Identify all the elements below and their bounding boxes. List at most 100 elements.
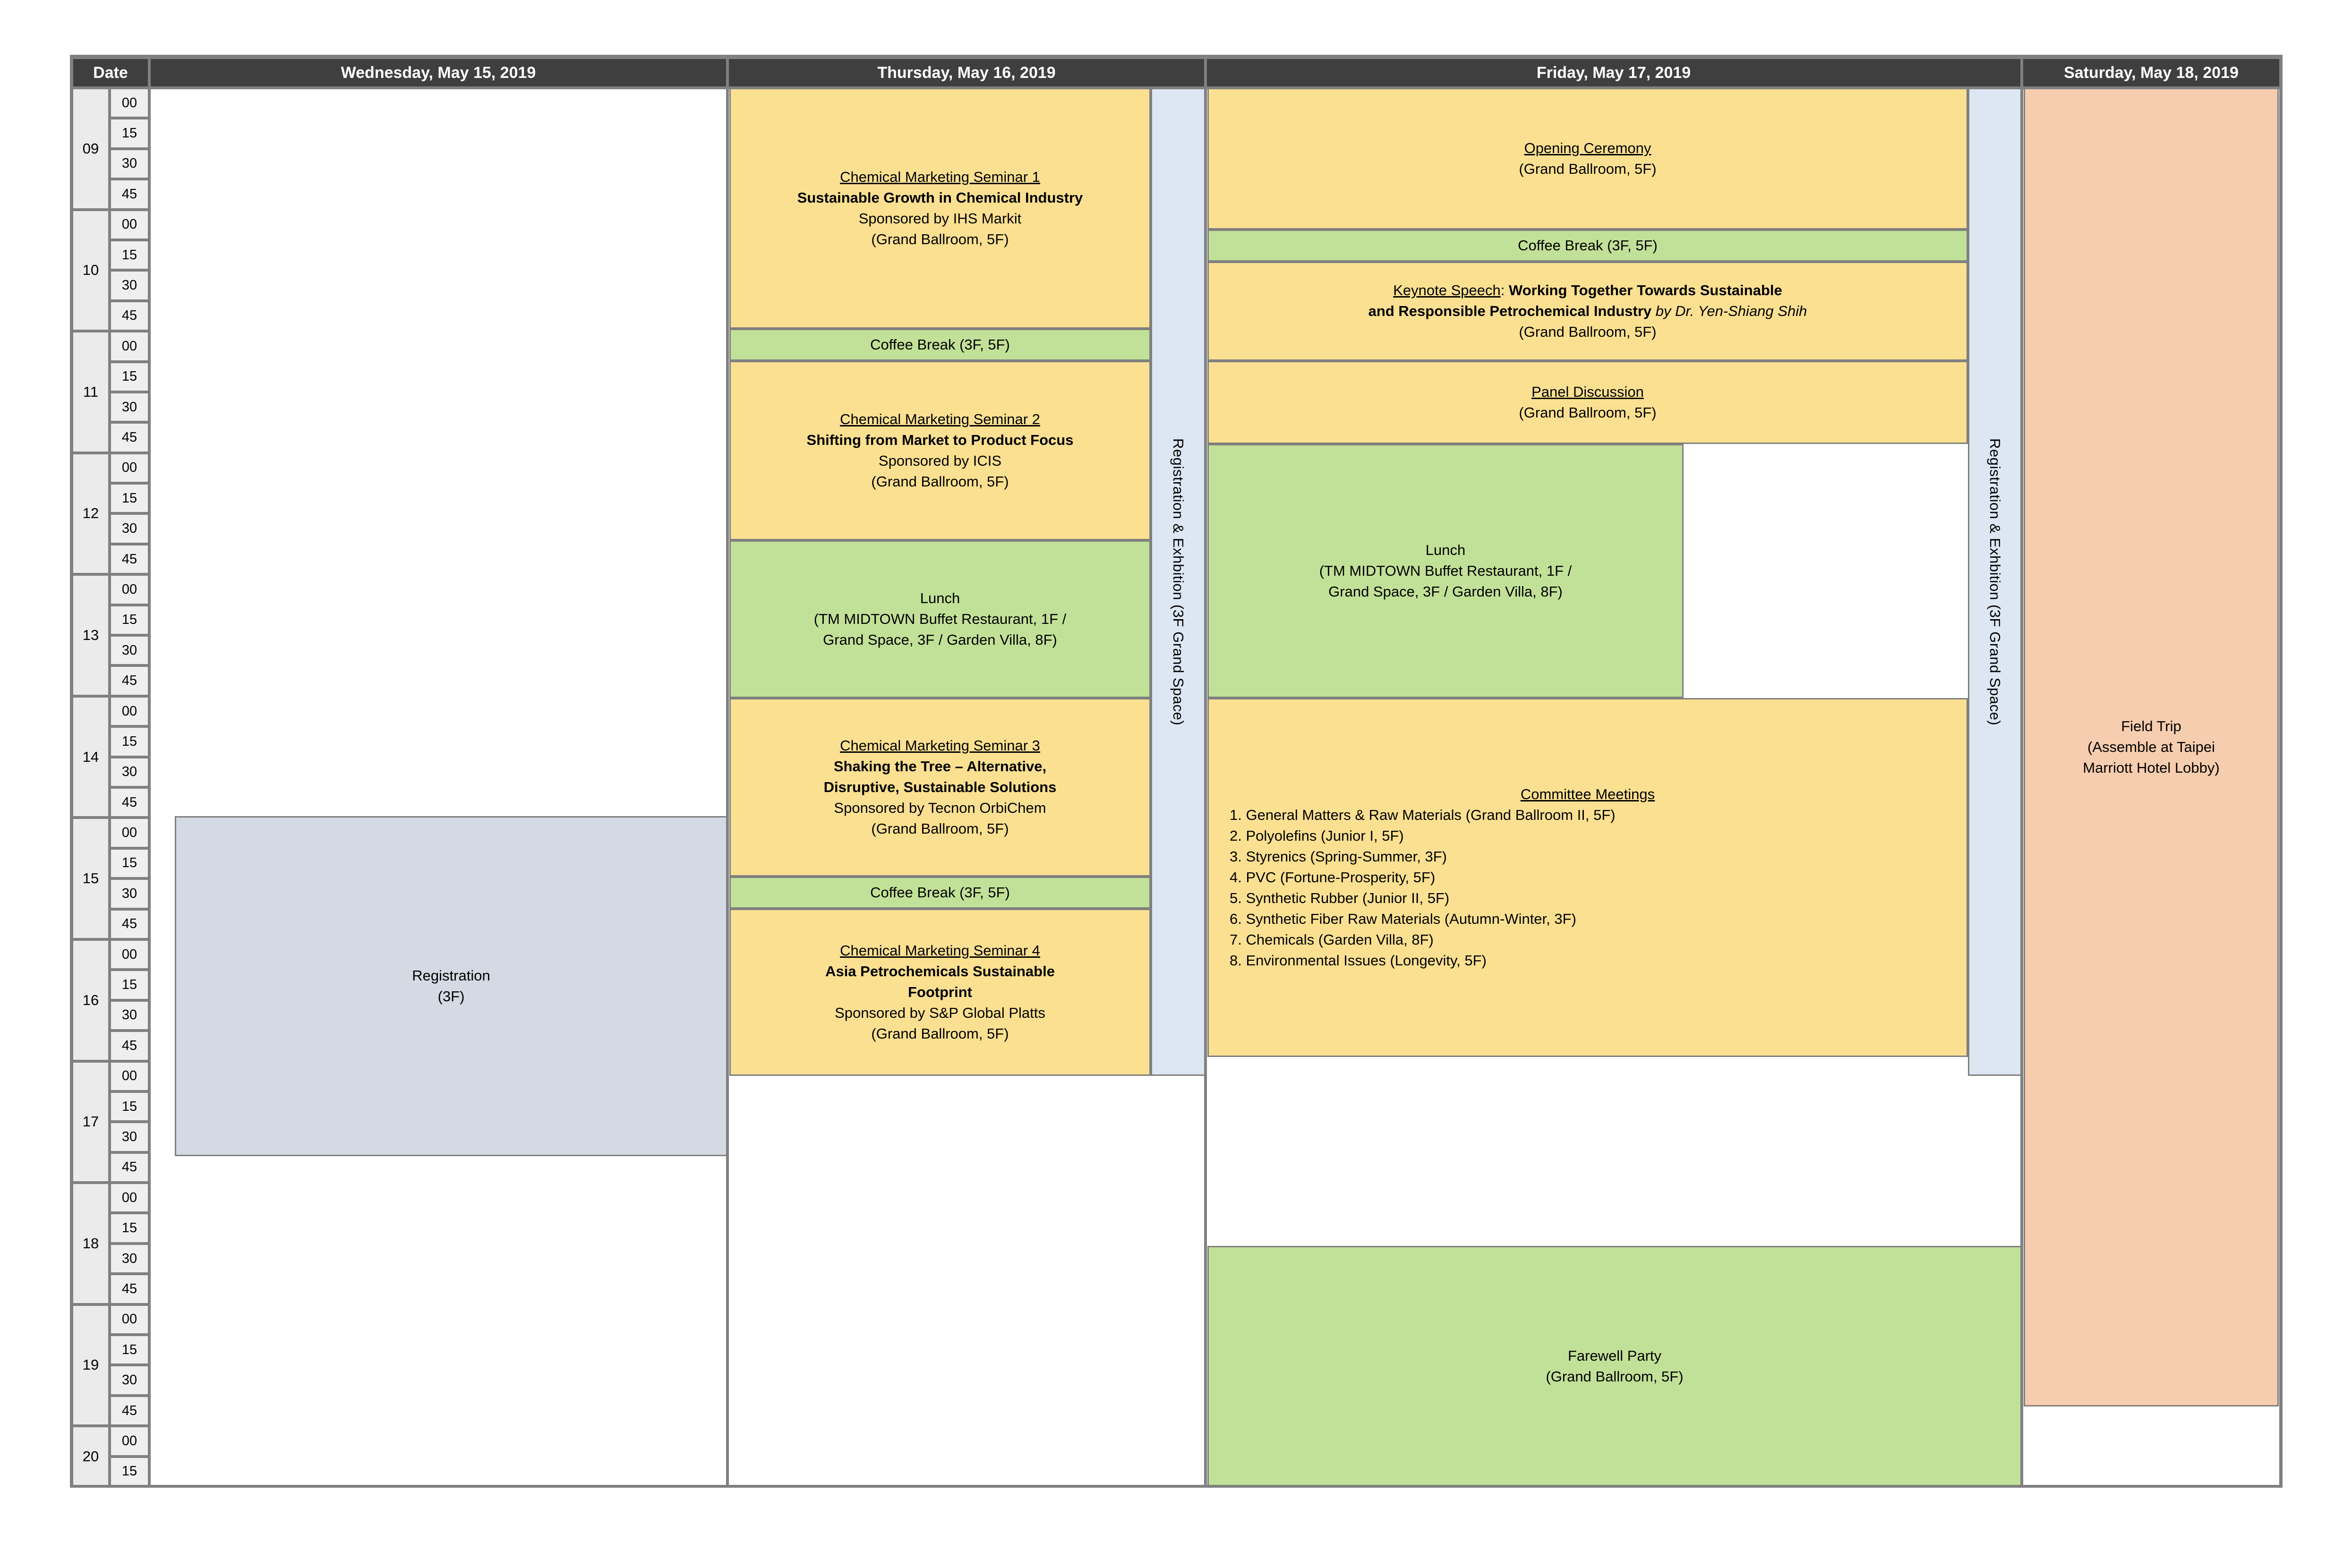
time-hour-15: 15 — [72, 818, 110, 939]
event-line: Farewell Party — [1567, 1347, 1662, 1364]
time-hour-13: 13 — [72, 574, 110, 696]
event-lunch-friday[interactable]: Lunch (TM MIDTOWN Buffet Restaurant, 1F … — [1207, 444, 1684, 698]
time-slot-1830: 30 — [110, 1243, 149, 1274]
event-title: Committee Meetings — [1520, 785, 1655, 802]
strip-label: Registration & Exhbition (3F Grand Space… — [1170, 438, 1187, 726]
event-line: Coffee Break (3F, 5F) — [870, 884, 1010, 901]
event-line: Grand Space, 3F / Garden Villa, 8F) — [1328, 583, 1563, 600]
keynote-speaker: by Dr. Yen-Shiang Shih — [1651, 302, 1807, 319]
column-header-thursday: Thursday, May 16, 2019 — [727, 58, 1206, 88]
committee-item: 7. Chemicals (Garden Villa, 8F) — [1230, 931, 1434, 948]
time-slot-1445: 45 — [110, 787, 149, 818]
event-title: Panel Discussion — [1531, 383, 1644, 400]
event-line: Registration — [412, 967, 490, 984]
event-line: Lunch — [1425, 541, 1466, 558]
time-slot-0945: 45 — [110, 179, 149, 210]
event-keynote-speech[interactable]: Keynote Speech: Working Together Towards… — [1207, 262, 1968, 361]
event-line: Shifting from Market to Product Focus — [806, 431, 1074, 448]
time-slot-1745: 45 — [110, 1152, 149, 1183]
event-title: Opening Ceremony — [1524, 139, 1651, 156]
time-hour-12: 12 — [72, 452, 110, 575]
committee-item: 2. Polyolefins (Junior I, 5F) — [1230, 827, 1404, 844]
event-panel-discussion[interactable]: Panel Discussion (Grand Ballroom, 5F) — [1207, 361, 1968, 444]
event-coffee-break-friday[interactable]: Coffee Break (3F, 5F) — [1207, 230, 1968, 262]
day-column-wednesday — [149, 88, 727, 1487]
event-coffee-break-thursday-morning[interactable]: Coffee Break (3F, 5F) — [729, 329, 1151, 361]
time-slot-1215: 15 — [110, 483, 149, 514]
event-line: Lunch — [920, 589, 960, 606]
committee-item: 6. Synthetic Fiber Raw Materials (Autumn… — [1230, 911, 1576, 928]
time-slot-1630: 30 — [110, 1000, 149, 1031]
time-slot-1700: 00 — [110, 1061, 149, 1091]
time-hour-09: 09 — [72, 88, 110, 210]
keynote-label: Keynote Speech — [1393, 281, 1501, 298]
time-slot-1030: 30 — [110, 270, 149, 301]
event-opening-ceremony[interactable]: Opening Ceremony (Grand Ballroom, 5F) — [1207, 88, 1968, 230]
time-slot-1545: 45 — [110, 909, 149, 939]
time-slot-1900: 00 — [110, 1304, 149, 1335]
time-slot-1530: 30 — [110, 878, 149, 909]
keynote-topic-part2: and Responsible Petrochemical Industry — [1368, 302, 1652, 319]
time-slot-1730: 30 — [110, 1122, 149, 1152]
column-header-friday: Friday, May 17, 2019 — [1206, 58, 2022, 88]
event-line: Sponsored by ICIS — [878, 452, 1002, 469]
event-field-trip[interactable]: Field Trip (Assemble at Taipei Marriott … — [2024, 88, 2279, 1406]
committee-item: 8. Environmental Issues (Longevity, 5F) — [1230, 952, 1487, 969]
event-chemical-marketing-seminar-1[interactable]: Chemical Marketing Seminar 1 Sustainable… — [729, 88, 1151, 329]
committee-item: 4. PVC (Fortune-Prosperity, 5F) — [1230, 869, 1436, 886]
event-chemical-marketing-seminar-3[interactable]: Chemical Marketing Seminar 3 Shaking the… — [729, 698, 1151, 877]
strip-registration-exhibition-thursday[interactable]: Registration & Exhbition (3F Grand Space… — [1151, 88, 1206, 1076]
event-line: (Grand Ballroom, 5F) — [1546, 1368, 1684, 1385]
event-line: (Grand Ballroom, 5F) — [871, 231, 1009, 248]
event-line: Shaking the Tree – Alternative, — [833, 758, 1047, 775]
committee-item: 3. Styrenics (Spring-Summer, 3F) — [1230, 848, 1447, 865]
time-slot-1715: 15 — [110, 1091, 149, 1122]
event-registration-wednesday[interactable]: Registration (3F) — [175, 816, 727, 1156]
time-slot-0915: 15 — [110, 118, 149, 149]
event-chemical-marketing-seminar-4[interactable]: Chemical Marketing Seminar 4 Asia Petroc… — [729, 909, 1151, 1076]
event-farewell-party[interactable]: Farewell Party (Grand Ballroom, 5F) — [1207, 1246, 2022, 1487]
event-line: Asia Petrochemicals Sustainable — [825, 963, 1055, 980]
strip-registration-exhibition-friday[interactable]: Registration & Exhbition (3F Grand Space… — [1968, 88, 2022, 1076]
time-slot-1945: 45 — [110, 1395, 149, 1426]
time-slot-1815: 15 — [110, 1213, 149, 1244]
event-chemical-marketing-seminar-2[interactable]: Chemical Marketing Seminar 2 Shifting fr… — [729, 361, 1151, 540]
event-line: Sponsored by IHS Markit — [858, 210, 1022, 227]
time-slot-1200: 00 — [110, 452, 149, 484]
event-coffee-break-thursday-afternoon[interactable]: Coffee Break (3F, 5F) — [729, 877, 1151, 909]
column-header-wednesday: Wednesday, May 15, 2019 — [149, 58, 727, 88]
event-line: Grand Space, 3F / Garden Villa, 8F) — [823, 631, 1057, 648]
event-line: Disruptive, Sustainable Solutions — [823, 778, 1057, 795]
time-slot-1330: 30 — [110, 635, 149, 666]
time-slot-1315: 15 — [110, 605, 149, 636]
time-slot-2000: 00 — [110, 1426, 149, 1457]
time-slot-1500: 00 — [110, 818, 149, 848]
event-line: Field Trip — [2121, 717, 2181, 734]
time-hour-16: 16 — [72, 939, 110, 1061]
time-slot-1245: 45 — [110, 544, 149, 575]
column-header-saturday: Saturday, May 18, 2019 — [2022, 58, 2281, 88]
time-slot-1045: 45 — [110, 300, 149, 332]
time-slot-1615: 15 — [110, 970, 149, 1000]
event-line: (Assemble at Taipei — [2087, 738, 2215, 755]
event-line: (TM MIDTOWN Buffet Restaurant, 1F / — [813, 610, 1067, 627]
time-slot-1645: 45 — [110, 1031, 149, 1061]
time-slot-1300: 00 — [110, 574, 149, 605]
committee-item: 1. General Matters & Raw Materials (Gran… — [1230, 806, 1616, 823]
event-committee-meetings[interactable]: Committee Meetings 1. General Matters & … — [1207, 698, 1968, 1057]
event-line: and Responsible Petrochemical Industry b… — [1214, 301, 1962, 322]
event-line: (TM MIDTOWN Buffet Restaurant, 1F / — [1319, 562, 1572, 579]
time-hour-17: 17 — [72, 1061, 110, 1183]
keynote-topic-part1: Working Together Towards Sustainable — [1509, 281, 1782, 298]
time-slot-1230: 30 — [110, 513, 149, 544]
time-hour-10: 10 — [72, 209, 110, 332]
time-slot-0900: 00 — [110, 88, 149, 119]
time-hour-11: 11 — [72, 331, 110, 453]
time-slot-1100: 00 — [110, 331, 149, 362]
event-line: Coffee Break (3F, 5F) — [1518, 237, 1658, 254]
time-slot-1115: 15 — [110, 361, 149, 392]
event-lunch-thursday[interactable]: Lunch (TM MIDTOWN Buffet Restaurant, 1F … — [729, 540, 1151, 698]
event-title: Chemical Marketing Seminar 2 — [840, 410, 1040, 427]
time-hour-14: 14 — [72, 696, 110, 818]
time-slot-0930: 30 — [110, 148, 149, 179]
